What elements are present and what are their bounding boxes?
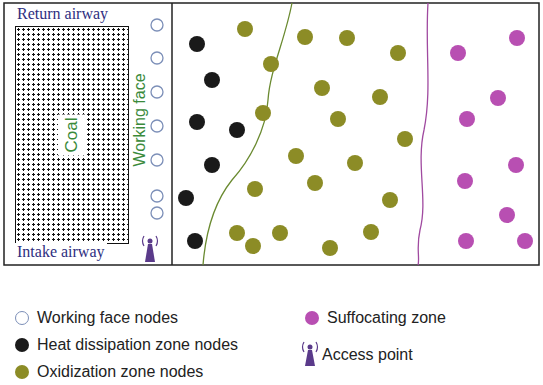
airway-label: Return airway — [15, 5, 110, 23]
zone-boundary — [418, 3, 428, 265]
legend-entry: Suffocating zone — [305, 309, 446, 327]
legend-entry: Working face nodes — [15, 309, 178, 327]
legend-access-icon — [303, 342, 318, 366]
coal-label: Coal — [58, 115, 86, 156]
legend-text: Oxidization zone nodes — [37, 363, 203, 381]
legend-swatch — [15, 365, 29, 379]
legend-text: Access point — [322, 346, 413, 364]
access-point-icon — [143, 236, 158, 262]
legend-entry: Heat dissipation zone nodes — [15, 336, 238, 354]
legend-entry: Access point — [322, 346, 413, 364]
legend-swatch — [305, 311, 319, 325]
legend-text: Heat dissipation zone nodes — [37, 336, 238, 354]
legend-swatch — [15, 338, 29, 352]
coal-block: Coal — [15, 26, 129, 244]
legend-entry: Oxidization zone nodes — [15, 363, 203, 381]
heat-dissipation-nodes — [178, 36, 245, 249]
working-face-nodes — [151, 19, 163, 219]
zone-boundary — [203, 3, 292, 265]
working-face-label: Working face — [131, 73, 149, 166]
legend-text: Working face nodes — [37, 309, 178, 327]
goaf-frame — [4, 3, 539, 265]
airway-label: Intake airway — [15, 243, 107, 261]
legend-text: Suffocating zone — [327, 309, 446, 327]
legend-ring — [15, 311, 29, 325]
face-line — [171, 3, 173, 265]
suffocating-nodes — [450, 30, 533, 249]
oxidization-nodes — [229, 21, 413, 256]
